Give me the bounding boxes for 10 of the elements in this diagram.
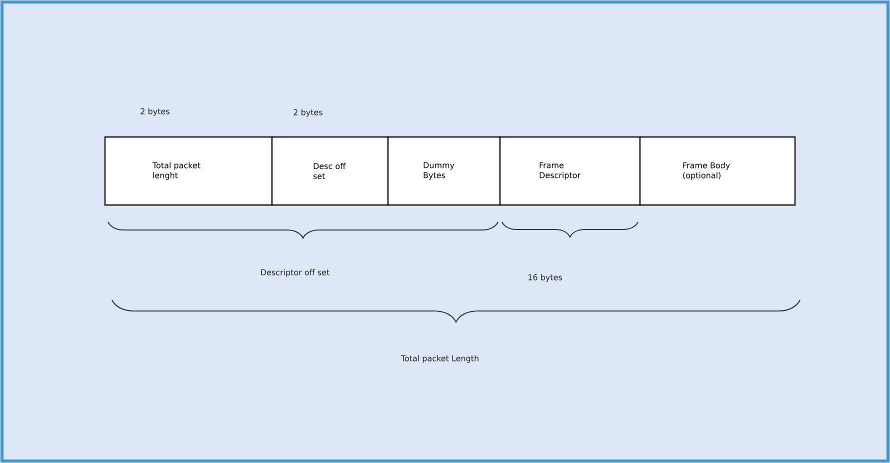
size-label: 2 bytes [140, 108, 170, 116]
packet-field-box: Frame Body (optional) [639, 136, 796, 206]
size-label: 16 bytes [528, 274, 562, 282]
size-label: Total packet Length [400, 355, 478, 363]
packet-field-box: Total packet lenght [104, 136, 273, 206]
packet-field-box: Dummy Bytes [387, 136, 501, 206]
size-label: Descriptor off set [261, 269, 330, 277]
packet-field-box: Desc off set [271, 136, 389, 206]
packet-field-box: Frame Descriptor [499, 136, 641, 206]
size-label: 2 bytes [294, 109, 322, 117]
